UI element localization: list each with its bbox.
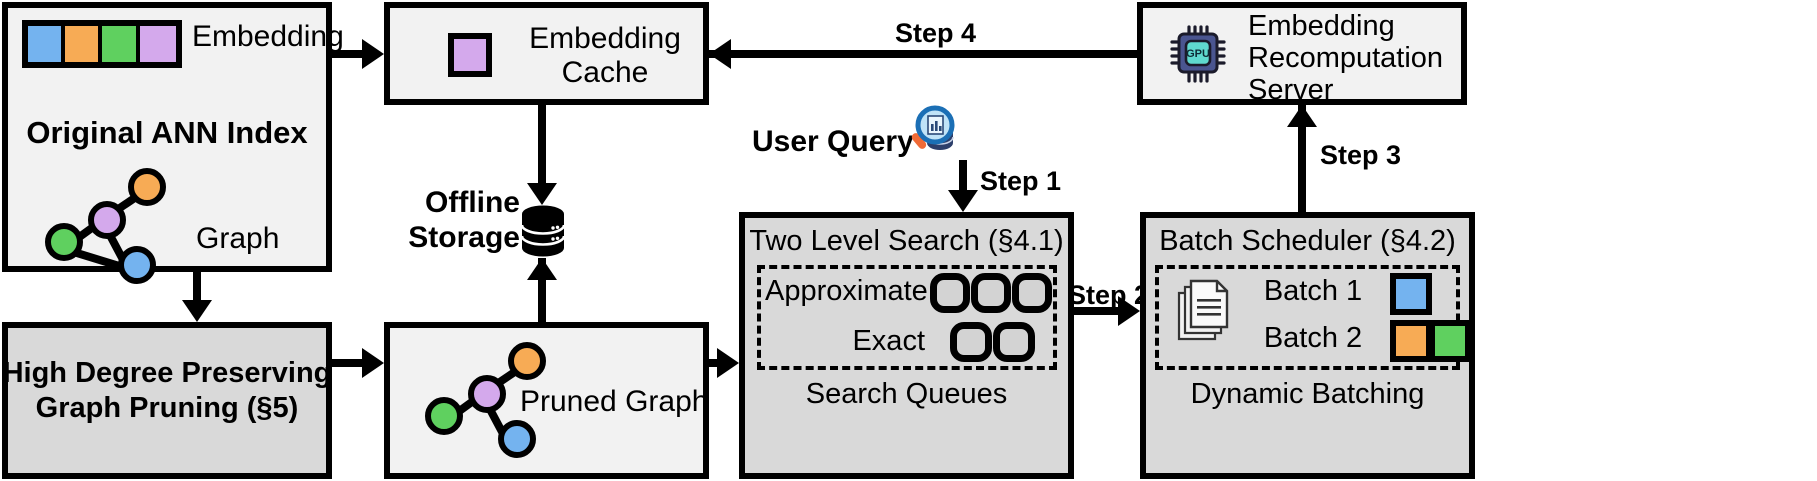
approximate-row-label: Approximate bbox=[765, 275, 928, 307]
search-document-icon bbox=[906, 105, 966, 167]
gpu-chip-text: GPU bbox=[1186, 48, 1210, 60]
arrow-index-to-pruning bbox=[182, 272, 212, 322]
graph-pruning-box bbox=[2, 322, 332, 479]
arrow-step4-server-to-cache bbox=[709, 38, 1137, 70]
step2-label: Step 2 bbox=[1068, 280, 1150, 310]
batch-2-chip-orange bbox=[1390, 320, 1432, 362]
embedding-cell-purple bbox=[139, 26, 176, 62]
database-cylinder-icon bbox=[520, 205, 566, 257]
offline-storage-line2: Storage bbox=[408, 221, 520, 254]
arrow-index-to-embedding-cache bbox=[332, 38, 384, 70]
embedding-cache-line1: Embedding bbox=[529, 22, 681, 55]
batch-1-label: Batch 1 bbox=[1263, 275, 1363, 307]
arrow-step3-scheduler-to-server bbox=[1287, 105, 1317, 212]
batch-2-chip-green bbox=[1429, 320, 1471, 362]
exact-row-label: Exact bbox=[852, 325, 925, 357]
arrow-cache-to-storage bbox=[527, 105, 557, 205]
gpu-chip-icon: GPU bbox=[1168, 25, 1230, 83]
graph-label: Graph bbox=[196, 222, 280, 255]
pruned-graph-widget bbox=[420, 342, 550, 458]
arrow-step2-search-to-scheduler bbox=[1074, 295, 1140, 327]
graph-node-blue bbox=[498, 420, 536, 458]
exact-slot-2[interactable] bbox=[993, 322, 1035, 362]
original-graph-widget bbox=[40, 168, 170, 284]
arrow-pruning-to-pruned-graph bbox=[332, 347, 384, 379]
graph-node-orange bbox=[128, 168, 166, 206]
approximate-slot-3[interactable] bbox=[1012, 273, 1052, 313]
step3-label: Step 3 bbox=[1320, 140, 1402, 170]
documents-stack-icon bbox=[1176, 277, 1232, 345]
dynamic-batching-dashed-panel bbox=[1155, 265, 1460, 370]
dynamic-batching-footer: Dynamic Batching bbox=[1190, 378, 1425, 410]
embedding-cache-swatch bbox=[448, 33, 492, 77]
graph-node-purple bbox=[468, 375, 506, 413]
recomputation-server-line3: Server bbox=[1248, 74, 1334, 106]
pruned-graph-label: Pruned Graph bbox=[520, 385, 709, 418]
embedding-cache-box bbox=[384, 2, 709, 105]
graph-pruning-line1: High Degree Preserving bbox=[2, 357, 332, 389]
pruned-graph-box bbox=[384, 322, 709, 479]
search-queues-footer: Search Queues bbox=[805, 378, 1008, 410]
batch-2-label: Batch 2 bbox=[1263, 322, 1363, 354]
step4-label: Step 4 bbox=[895, 18, 977, 48]
embedding-cell-green bbox=[102, 26, 140, 62]
original-ann-index-title: Original ANN Index bbox=[26, 115, 308, 150]
graph-node-green bbox=[425, 397, 463, 435]
graph-node-orange bbox=[508, 342, 546, 380]
graph-node-purple bbox=[88, 201, 126, 239]
arrow-step1-query-to-search bbox=[948, 160, 978, 212]
two-level-search-title: Two Level Search (§4.1) bbox=[749, 225, 1064, 257]
graph-node-blue bbox=[118, 246, 156, 284]
exact-slot-1[interactable] bbox=[950, 322, 992, 362]
batch-1-chip-blue bbox=[1390, 273, 1432, 315]
search-queues-dashed-panel bbox=[757, 265, 1057, 370]
embedding-cache-line2: Cache bbox=[561, 56, 649, 89]
graph-pruning-line2: Graph Pruning (§5) bbox=[35, 392, 299, 424]
approximate-slot-1[interactable] bbox=[930, 273, 970, 313]
user-query-label: User Query bbox=[752, 125, 914, 158]
arrow-pruned-graph-to-storage bbox=[527, 258, 557, 324]
step1-label: Step 1 bbox=[980, 166, 1062, 196]
embedding-cell-orange bbox=[65, 26, 103, 62]
graph-node-green bbox=[45, 223, 83, 261]
offline-storage-line1: Offline bbox=[425, 186, 520, 219]
batch-scheduler-title: Batch Scheduler (§4.2) bbox=[1159, 225, 1456, 257]
recomputation-server-line2: Recomputation bbox=[1248, 42, 1444, 74]
embedding-vector-strip bbox=[22, 20, 182, 68]
arrow-pruned-graph-to-search bbox=[709, 347, 739, 379]
embedding-cell-blue bbox=[28, 26, 66, 62]
approximate-slot-2[interactable] bbox=[971, 273, 1011, 313]
recomputation-server-line1: Embedding bbox=[1248, 10, 1395, 42]
embedding-label: Embedding bbox=[192, 20, 344, 53]
